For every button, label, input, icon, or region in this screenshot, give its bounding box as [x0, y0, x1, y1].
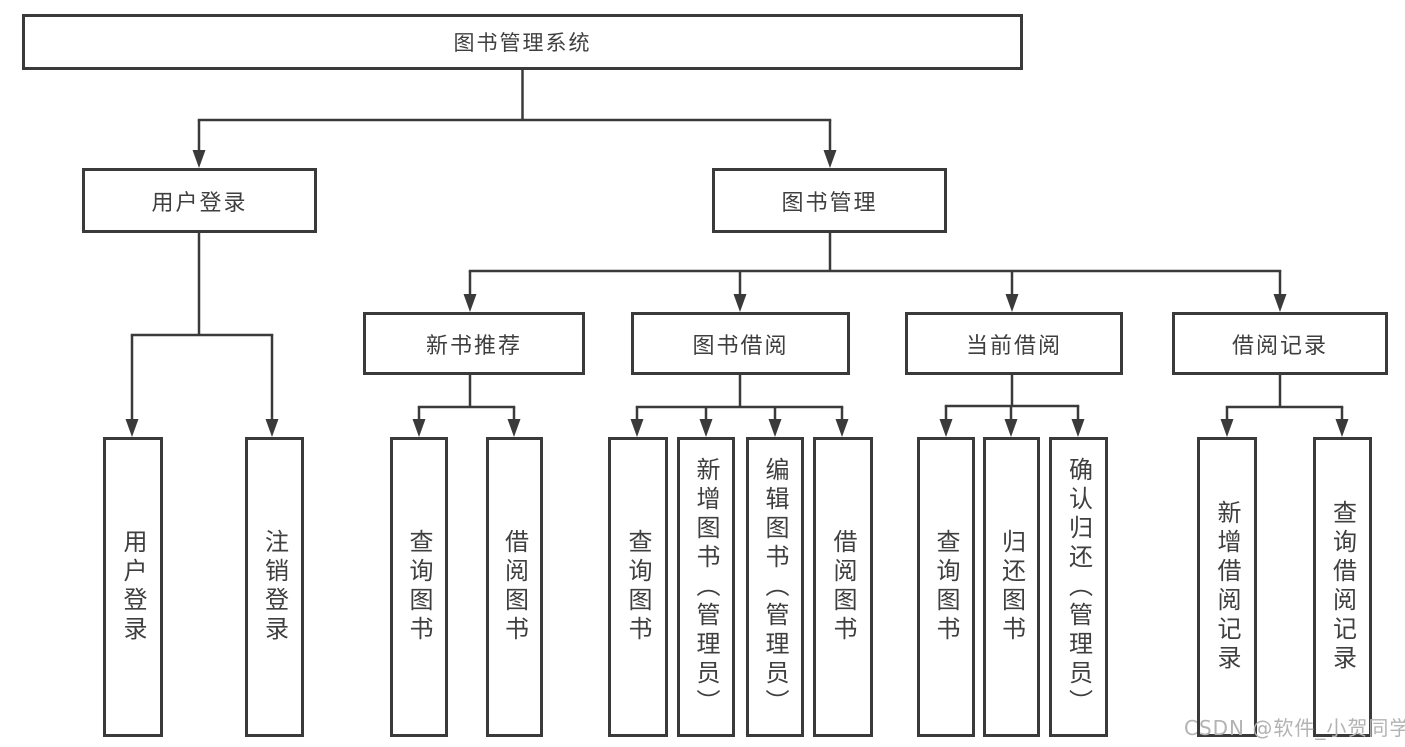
- leaf-query-books-current-label: 查询图书: [932, 529, 960, 645]
- node-new-book-recommend: 新书推荐: [363, 312, 585, 375]
- leaf-user-login: 用户登录: [103, 437, 163, 737]
- leaf-borrow-books-recommend: 借阅图书: [486, 437, 543, 737]
- leaf-add-borrow-record-label: 新增借阅记录: [1213, 500, 1241, 674]
- node-root-label: 图书管理系统: [453, 31, 592, 55]
- leaf-user-login-label: 用户登录: [119, 529, 147, 645]
- node-book-borrow-label: 图书借阅: [692, 333, 789, 359]
- node-user-login-branch-label: 用户登录: [151, 190, 248, 216]
- leaf-query-books-borrow-label: 查询图书: [624, 529, 652, 645]
- leaf-add-borrow-record: 新增借阅记录: [1197, 437, 1257, 737]
- leaf-add-books-admin: 新增图书（管理员）: [677, 437, 735, 737]
- leaf-query-books-borrow: 查询图书: [608, 437, 668, 737]
- leaf-borrow-books-recommend-label: 借阅图书: [500, 529, 529, 645]
- leaf-return-books-label: 归还图书: [997, 529, 1026, 645]
- node-book-borrow: 图书借阅: [631, 312, 850, 375]
- node-current-borrow: 当前借阅: [905, 312, 1123, 375]
- leaf-query-borrow-record: 查询借阅记录: [1313, 437, 1372, 737]
- leaf-return-books: 归还图书: [983, 437, 1040, 737]
- leaf-query-books-recommend-label: 查询图书: [405, 529, 433, 645]
- leaf-query-borrow-record-label: 查询借阅记录: [1328, 500, 1357, 674]
- leaf-borrow-books: 借阅图书: [813, 437, 873, 737]
- node-root: 图书管理系统: [22, 14, 1023, 70]
- leaf-confirm-return-admin: 确认归还（管理员）: [1049, 437, 1108, 737]
- leaf-edit-books-admin: 编辑图书（管理员）: [746, 437, 804, 737]
- leaf-confirm-return-admin-label: 确认归还（管理员）: [1064, 456, 1093, 718]
- leaf-borrow-books-label: 借阅图书: [829, 529, 857, 645]
- node-borrow-records-label: 借阅记录: [1231, 333, 1328, 359]
- leaf-add-books-admin-label: 新增图书（管理员）: [692, 456, 720, 718]
- leaf-query-books-current: 查询图书: [917, 437, 975, 737]
- leaf-query-books-recommend: 查询图书: [390, 437, 448, 737]
- node-current-borrow-label: 当前借阅: [965, 333, 1062, 359]
- leaf-logout-login: 注销登录: [245, 437, 304, 737]
- node-book-management: 图书管理: [712, 168, 947, 233]
- node-borrow-records: 借阅记录: [1172, 312, 1388, 375]
- node-book-management-label: 图书管理: [781, 190, 878, 216]
- csdn-watermark: CSDN @软件_小贺同学: [1184, 716, 1405, 740]
- leaf-edit-books-admin-label: 编辑图书（管理员）: [761, 456, 789, 718]
- leaf-logout-login-label: 注销登录: [260, 529, 289, 645]
- node-user-login-branch: 用户登录: [82, 168, 317, 233]
- node-new-book-recommend-label: 新书推荐: [425, 333, 522, 359]
